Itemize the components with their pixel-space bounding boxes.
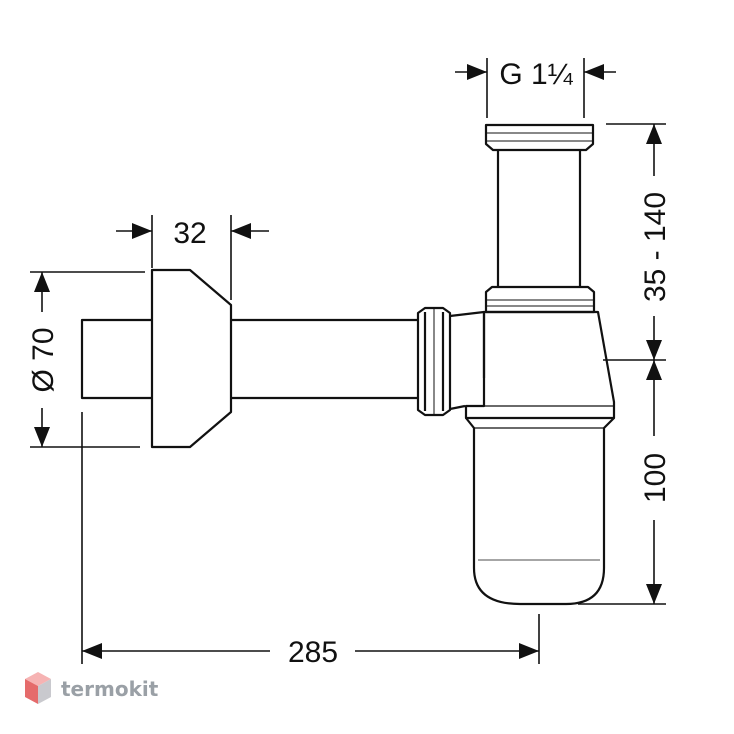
trap-bowl: [465, 417, 615, 606]
dim-rosette-diameter-label: Ø 70: [27, 327, 60, 392]
dim-pipe-diameter-label: 32: [173, 217, 206, 250]
dim-height-adjust-label: 35 - 140: [639, 192, 672, 302]
termokit-watermark: termokit: [25, 672, 159, 704]
dimension-lines: [30, 58, 666, 664]
siphon-outline: [80, 123, 616, 606]
termokit-cube-icon: [25, 672, 51, 704]
watermark-text: termokit: [61, 677, 159, 701]
pipe-union-nut: [416, 306, 452, 417]
dim-trap-height-label: 100: [639, 453, 672, 503]
dim-thread-label: G 1¼: [499, 58, 573, 91]
vertical-tail-pipe: [496, 150, 582, 287]
trap-inlet-stub: [449, 310, 485, 411]
wall-rosette: [150, 268, 233, 449]
wall-tube-stub: [80, 318, 152, 400]
top-collar: [484, 123, 595, 152]
trap-upper-body: [464, 310, 616, 420]
dim-projection-label: 285: [288, 636, 338, 669]
horizontal-pipe: [231, 318, 418, 400]
